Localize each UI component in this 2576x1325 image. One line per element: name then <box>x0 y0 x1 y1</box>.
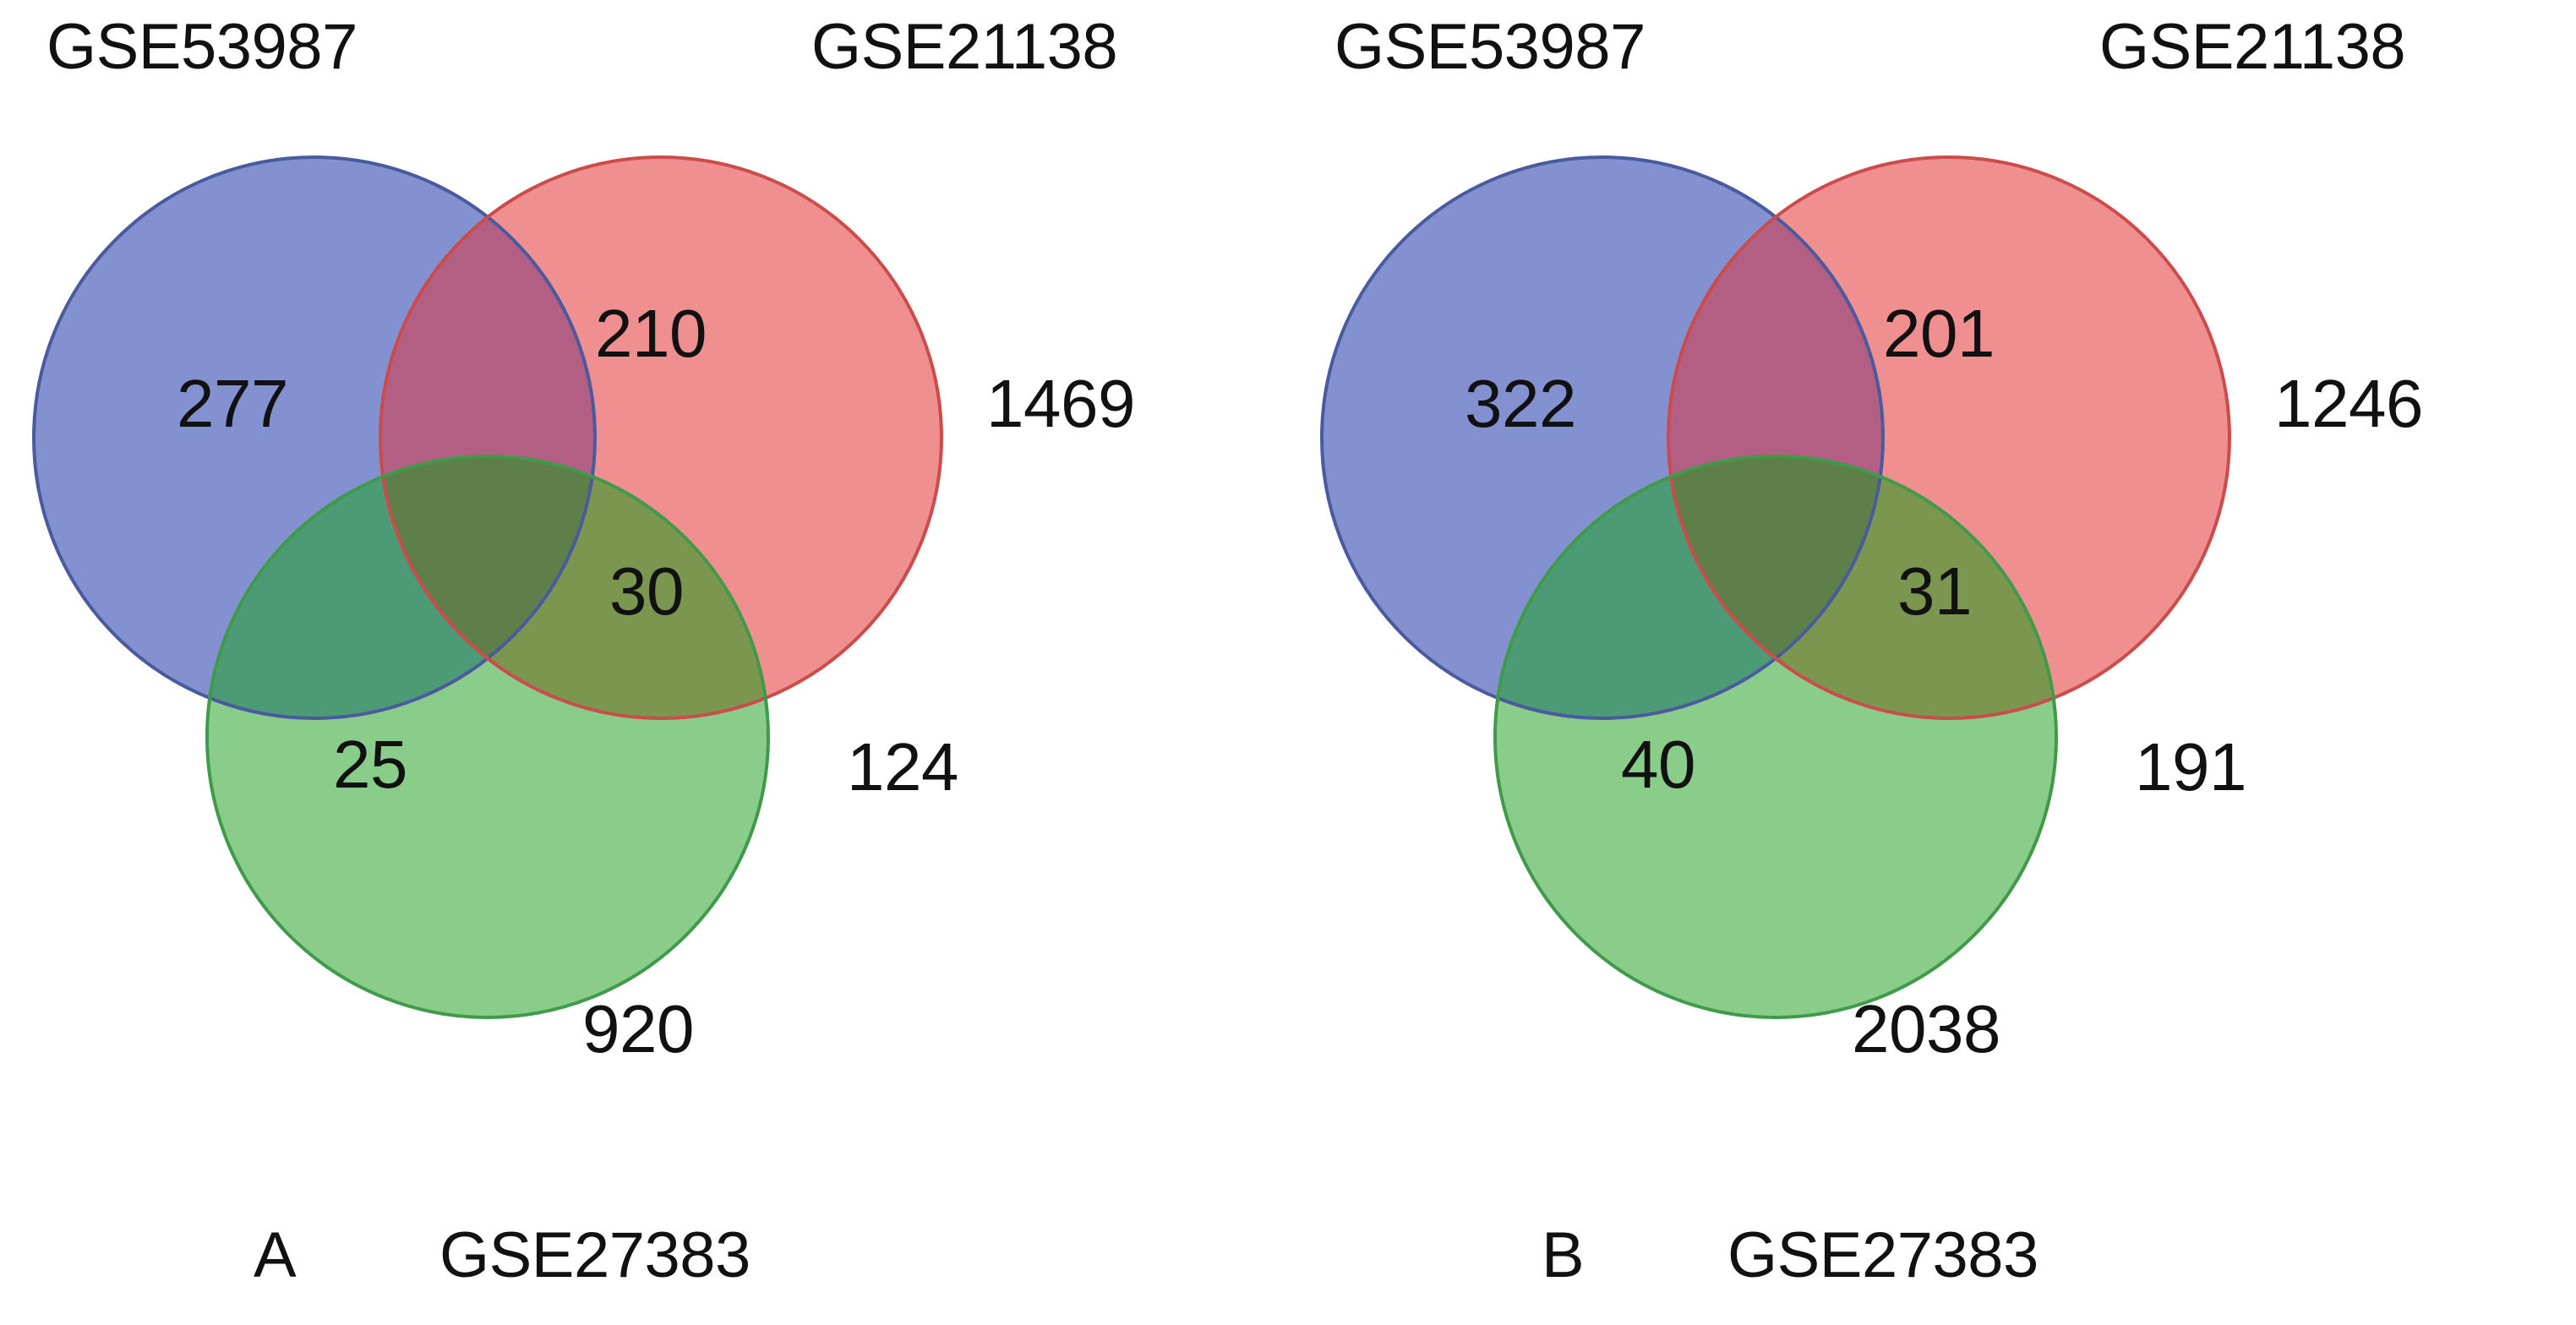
region-count-blue-green: 25 <box>333 727 407 802</box>
region-count-red-green: 191 <box>2135 729 2246 804</box>
set-label-blue: GSE53987 <box>46 11 357 83</box>
region-count-triple: 31 <box>1897 553 1972 629</box>
region-count-green-only: 2038 <box>1852 991 2000 1066</box>
region-count-blue-only: 277 <box>177 366 288 441</box>
region-count-red-only: 1246 <box>2274 366 2423 441</box>
region-count-red-green: 124 <box>847 729 958 804</box>
set-label-green: GSE27383 <box>439 1219 750 1291</box>
set-outline-red <box>1667 155 2231 720</box>
region-count-blue-green: 40 <box>1621 727 1695 802</box>
set-label-blue: GSE53987 <box>1334 11 1645 83</box>
set-label-red: GSE21138 <box>2099 11 2406 83</box>
region-count-blue-red: 210 <box>595 296 707 371</box>
overlap-red-green <box>1668 456 2056 718</box>
region-count-red-only: 1469 <box>986 366 1135 441</box>
set-outline-blue <box>1320 155 1885 720</box>
set-label-green: GSE27383 <box>1727 1219 2038 1291</box>
set-outline-red <box>379 155 943 720</box>
region-count-blue-only: 322 <box>1465 366 1576 441</box>
set-outline-blue <box>32 155 597 720</box>
venn-svg-a <box>32 155 943 1019</box>
venn-svg-b <box>1320 155 2231 1019</box>
overlap-blue-green <box>207 456 595 718</box>
set-outline-green <box>1493 455 2058 1019</box>
set-outline-green <box>205 455 770 1019</box>
panel-letter-b: B <box>1542 1219 1585 1291</box>
region-count-triple: 30 <box>609 553 684 629</box>
region-count-blue-red: 201 <box>1883 296 1995 371</box>
venn-panel-b: GSE53987 GSE21138 GSE27383 B 322 1246 20… <box>1288 0 2576 1325</box>
set-label-red: GSE21138 <box>811 11 1118 83</box>
panel-letter-a: A <box>254 1219 297 1291</box>
venn-panel-a: GSE53987 GSE21138 GSE27383 A 277 1469 92… <box>32 11 1135 1291</box>
overlap-blue-green <box>1495 456 1883 718</box>
overlap-red-green <box>380 456 768 718</box>
region-count-green-only: 920 <box>582 991 694 1066</box>
